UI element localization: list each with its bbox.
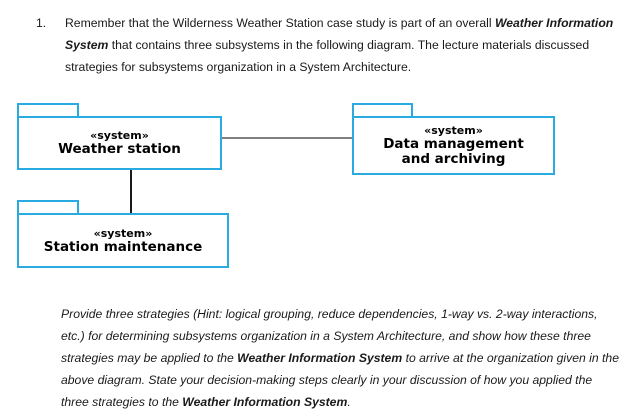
question-emphasis-weather-information-system: Weather Information System	[65, 16, 614, 52]
package-weather-station[interactable]: «system» Weather station	[17, 103, 222, 170]
instructions-emphasis-2: Weather Information System	[182, 395, 348, 409]
list-marker: 1.	[36, 16, 47, 30]
package-station-maintenance[interactable]: «system» Station maintenance	[17, 200, 229, 268]
instructions-emphasis-1: Weather Information System	[237, 351, 403, 365]
package-tab-icon	[352, 103, 413, 117]
package-stereotype: «system»	[93, 226, 153, 240]
instructions-part3: .	[347, 395, 351, 409]
question-block: 1. Remember that the Wilderness Weather …	[0, 0, 635, 78]
package-tab-icon	[17, 200, 79, 214]
package-data-management-and-archiving[interactable]: «system» Data management and archiving	[352, 103, 555, 175]
question-text: Remember that the Wilderness Weather Sta…	[65, 0, 635, 78]
uml-package-diagram: «system» Weather station «system» Data m…	[0, 95, 635, 275]
package-stereotype: «system»	[424, 124, 483, 137]
instructions-part2: to arrive at the organization given in t…	[61, 351, 619, 409]
package-body: «system» Data management and archiving	[352, 116, 555, 175]
package-name-line1: Data management	[383, 136, 524, 152]
package-name-line2: and archiving	[401, 151, 506, 167]
instructions-part1: Provide three strategies (Hint: logical …	[61, 307, 598, 365]
package-name: Station maintenance	[43, 238, 203, 255]
package-stereotype: «system»	[90, 129, 149, 142]
connector-weather-station-to-station-maintenance	[130, 161, 132, 213]
question-text-part1: Remember that the Wilderness Weather Sta…	[65, 16, 495, 30]
package-name: Weather station	[58, 141, 181, 157]
question-text-part2: that contains three subsystems in the fo…	[65, 38, 590, 74]
package-body: «system» Station maintenance	[17, 213, 229, 268]
instructions-paragraph: Provide three strategies (Hint: logical …	[61, 303, 623, 413]
connector-weather-station-to-data-management	[222, 137, 353, 139]
package-tab-icon	[17, 103, 79, 117]
question-item-1: 1. Remember that the Wilderness Weather …	[0, 0, 635, 78]
package-body: «system» Weather station	[17, 116, 222, 170]
